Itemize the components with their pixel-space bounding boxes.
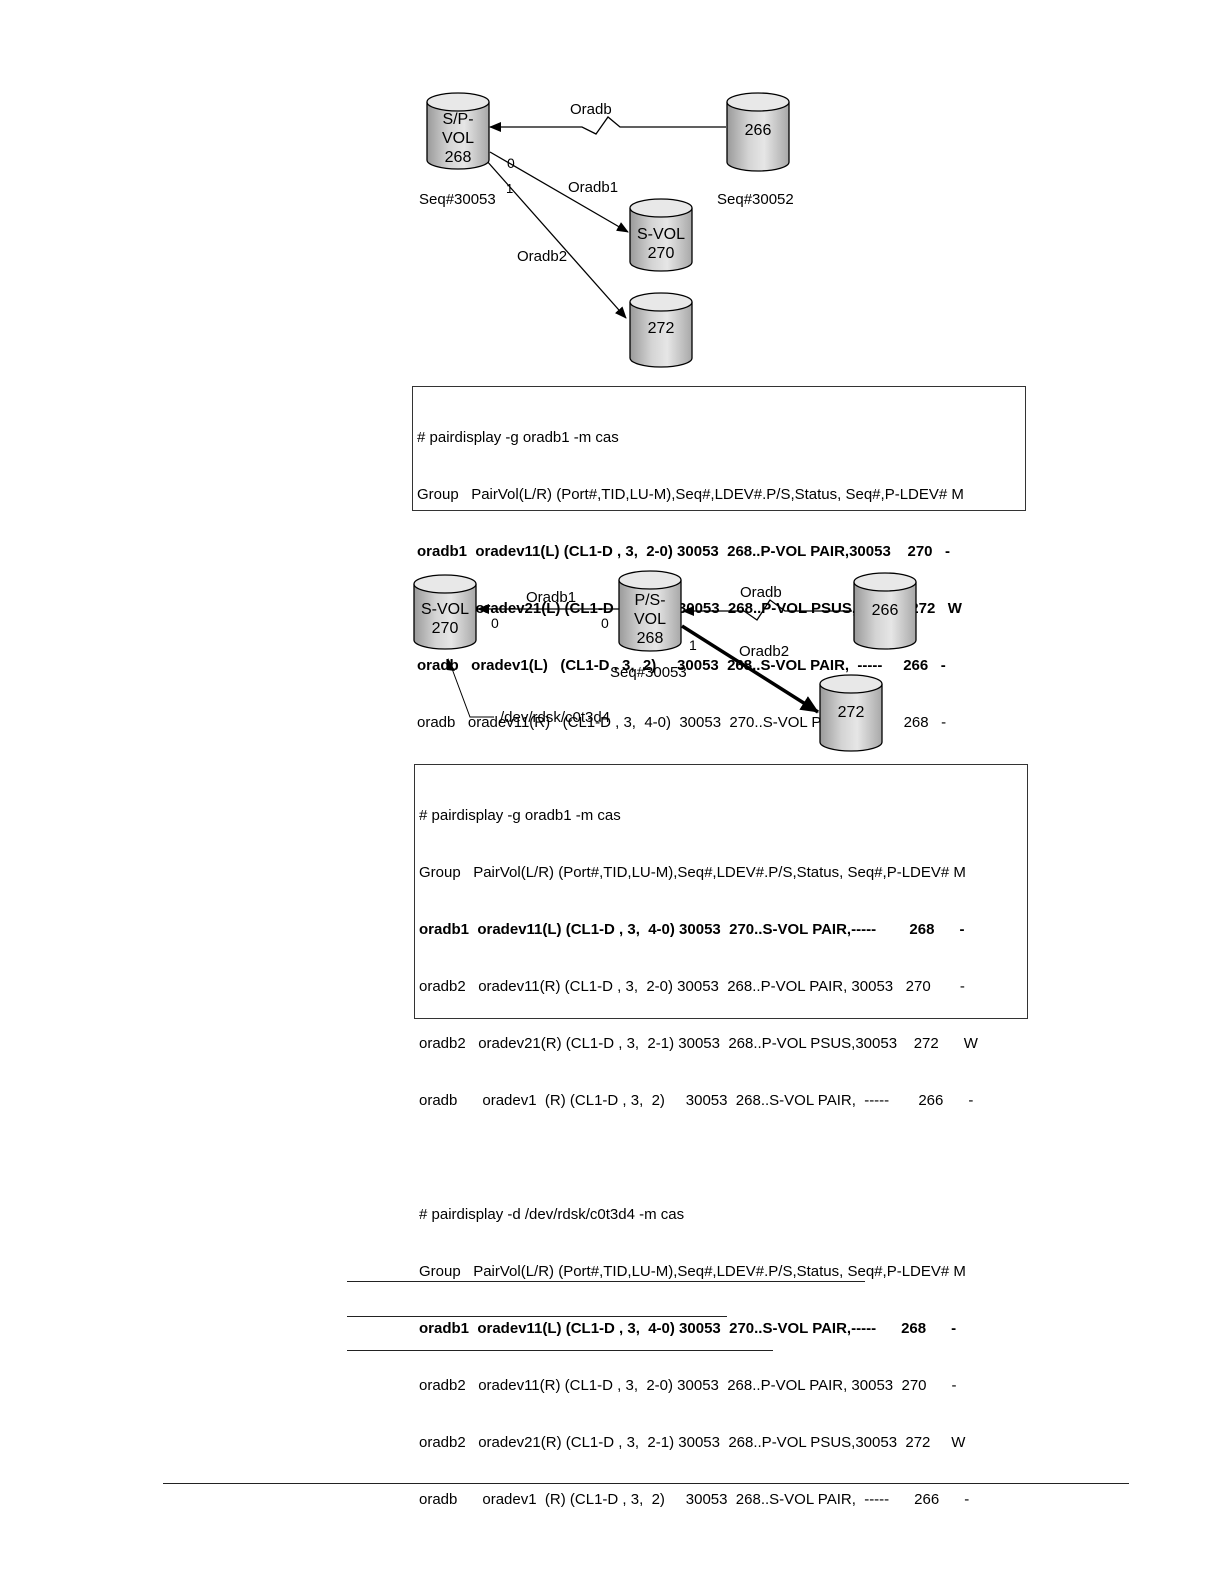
link-oradb1	[489, 151, 629, 233]
terminal-line: oradb2 oradev21(R) (CL1-D , 3, 2-1) 3005…	[419, 1434, 966, 1451]
label-seq: Seq#30053	[610, 664, 687, 681]
volume-266-label: 266	[872, 602, 899, 619]
volume-268: P/S- VOL 268	[618, 570, 682, 652]
terminal-output-2: # pairdisplay -g oradb1 -m cas Group Pai…	[414, 764, 1028, 1508]
label-oradb2: Oradb2	[739, 643, 789, 660]
diagram-2: S-VOL 270 P/S- VOL 268 266 272 Oradb1 Or…	[413, 570, 917, 752]
terminal-line: # pairdisplay -g oradb1 -m cas	[419, 807, 621, 824]
volume-266-label: 266	[745, 122, 772, 139]
terminal-line: oradb1 oradev11(L) (CL1-D , 3, 4-0) 3005…	[419, 921, 965, 938]
volume-268-line-2: VOL	[442, 130, 474, 147]
terminal-line: oradb oradev1(L) (CL1-D , 3, 2) 30053 26…	[417, 657, 946, 674]
label-oradb2: Oradb2	[517, 248, 567, 265]
volume-272-label: 272	[838, 704, 865, 721]
terminal-line: oradb2 oradev11(R) (CL1-D , 3, 2-0) 3005…	[419, 978, 965, 995]
link-oradb	[489, 116, 726, 135]
terminal-line: oradb2 oradev11(R) (CL1-D , 3, 2-0) 3005…	[419, 1377, 957, 1394]
volume-268: S/P- VOL 268	[426, 92, 490, 170]
link-underline-2[interactable]	[347, 1316, 727, 1317]
volume-272: 272	[819, 674, 883, 752]
link-underline-1[interactable]	[347, 1281, 865, 1282]
terminal-line: Group PairVol(L/R) (Port#,TID,LU-M),Seq#…	[419, 864, 966, 881]
volume-268-line-2: VOL	[634, 611, 666, 628]
volume-268-line-3: 268	[637, 630, 664, 647]
volume-268-line-3: 268	[445, 149, 472, 166]
terminal-line: oradb2 oradev21(R) (CL1-D , 3, 2-1) 3005…	[419, 1035, 978, 1052]
label-seq-left: Seq#30053	[419, 191, 496, 208]
volume-268-line-1: S/P-	[442, 111, 473, 128]
label-oradb1: Oradb1	[526, 589, 576, 606]
volume-270-line-2: 270	[648, 245, 675, 262]
label-oradb: Oradb	[740, 584, 782, 601]
label-device-path: /dev/rdsk/c0t3d4	[500, 709, 610, 726]
label-oradb: Oradb	[570, 101, 612, 118]
terminal-line: Group PairVol(L/R) (Port#,TID,LU-M),Seq#…	[419, 1263, 966, 1280]
label-oradb1: Oradb1	[568, 179, 618, 196]
terminal-line: oradb oradev1 (R) (CL1-D , 3, 2) 30053 2…	[419, 1092, 974, 1109]
link-underline-3[interactable]	[347, 1350, 773, 1351]
label-seq-right: Seq#30052	[717, 191, 794, 208]
terminal-line: oradb1 oradev11(L) (CL1-D , 3, 4-0) 3005…	[419, 1320, 957, 1337]
terminal-line: oradb oradev1 (R) (CL1-D , 3, 2) 30053 2…	[419, 1491, 970, 1508]
terminal-line: # pairdisplay -g oradb1 -m cas	[417, 429, 619, 446]
terminal-line: Group PairVol(L/R) (Port#,TID,LU-M),Seq#…	[417, 486, 964, 503]
label-port-0-right: 0	[601, 615, 609, 631]
link-oradb	[682, 599, 852, 621]
diagram-1: S/P- VOL 268 266 S-VOL 270 272 Oradb Ora…	[419, 92, 794, 368]
label-port-1: 1	[506, 181, 513, 196]
volume-266: 266	[853, 572, 917, 650]
volume-270-line-1: S-VOL	[421, 601, 469, 618]
volume-270: S-VOL 270	[413, 574, 477, 650]
volume-270: S-VOL 270	[629, 198, 693, 272]
link-oradb2	[681, 624, 819, 714]
volume-270-line-1: S-VOL	[637, 226, 685, 243]
terminal-line	[419, 1148, 1023, 1167]
volume-270-line-2: 270	[432, 620, 459, 637]
volume-272-label: 272	[648, 320, 675, 337]
terminal-line: # pairdisplay -d /dev/rdsk/c0t3d4 -m cas	[419, 1206, 685, 1223]
terminal-line: oradb1 oradev11(L) (CL1-D , 3, 2-0) 3005…	[417, 543, 950, 560]
link-oradb2	[485, 159, 627, 319]
volume-272: 272	[629, 292, 693, 368]
footer-divider	[163, 1483, 1129, 1484]
device-pointer-line	[450, 665, 494, 718]
label-port-1: 1	[689, 637, 697, 653]
volume-268-line-1: P/S-	[634, 592, 665, 609]
volume-266: 266	[726, 92, 790, 172]
label-port-0-left: 0	[491, 615, 499, 631]
label-port-0: 0	[507, 155, 515, 171]
terminal-output-1: # pairdisplay -g oradb1 -m cas Group Pai…	[412, 386, 1026, 731]
